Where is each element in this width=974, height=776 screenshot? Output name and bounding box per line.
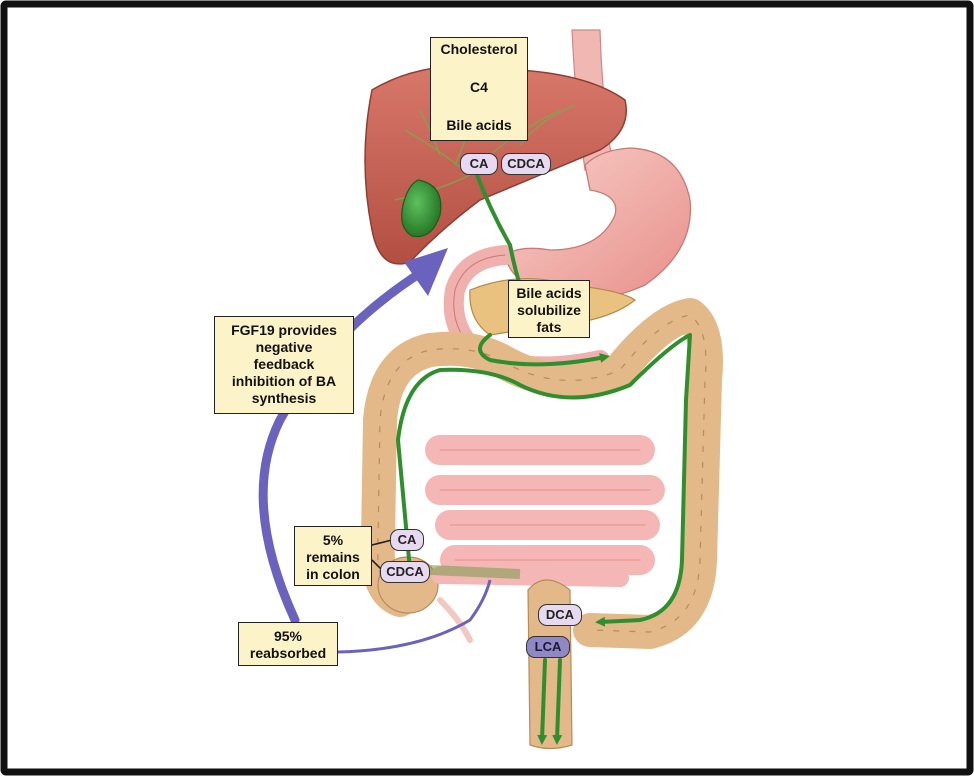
remains-line2: remains	[306, 549, 360, 565]
feedback-line4: inhibition of BA	[231, 373, 337, 389]
small-intestine	[425, 435, 665, 587]
cholesterol-synthesis-box: Cholesterol C4 Bile acids	[430, 37, 528, 141]
bile-flow-path	[396, 168, 692, 745]
reabsorption-path	[337, 579, 492, 654]
lca-badge: LCA	[526, 636, 570, 658]
absorption-band	[429, 565, 521, 579]
colon-ca-badge: CA	[390, 529, 424, 551]
fgf19-arrowhead	[404, 248, 448, 296]
colon-cdca-badge: CDCA	[380, 561, 430, 583]
feedback-line1: FGF19 provides	[231, 322, 337, 338]
reabsorbed-line2: reabsorbed	[249, 645, 327, 661]
reabsorbed-line1: 95%	[273, 628, 303, 644]
remains-line3: in colon	[306, 566, 360, 582]
feedback-line5: synthesis	[251, 390, 317, 406]
c4-label: C4	[470, 79, 488, 95]
feedback-line3: feedback	[253, 356, 315, 372]
liver-cdca-badge: CDCA	[501, 153, 551, 175]
cholesterol-label: Cholesterol	[440, 41, 518, 57]
dca-badge: DCA	[538, 604, 582, 626]
fgf19-feedback-box: FGF19 provides negative feedback inhibit…	[214, 316, 354, 414]
solubilize-fats-box: Bile acids solubilize fats	[508, 280, 590, 338]
gallbladder	[401, 179, 442, 238]
solubilize-line2: solubilize	[517, 302, 581, 318]
feedback-line2: negative	[255, 339, 313, 355]
remains-line1: 5%	[322, 532, 344, 548]
fgf19-feedback-arrow	[258, 265, 430, 625]
solubilize-line1: Bile acids	[516, 285, 582, 301]
reabsorbed-box: 95% reabsorbed	[238, 622, 338, 666]
bile-acids-label: Bile acids	[446, 117, 512, 133]
remains-in-colon-box: 5% remains in colon	[294, 526, 372, 586]
colon	[360, 298, 723, 649]
liver-ca-badge: CA	[460, 153, 498, 175]
appendix	[437, 597, 473, 643]
solubilize-line3: fats	[536, 319, 562, 335]
